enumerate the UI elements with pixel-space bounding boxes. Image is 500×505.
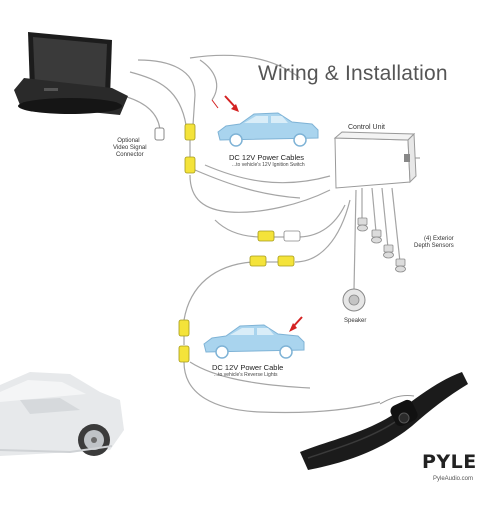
brand-logo: PYLE: [422, 451, 477, 473]
power-cables-top-sub: ...to vehicle's 12V Ignition Switch: [232, 161, 305, 168]
wire-top-curve: [189, 54, 301, 79]
wires: [119, 54, 420, 414]
diagram-title: Wiring & Installation: [258, 62, 448, 85]
car-bottom-icon: [203, 324, 305, 359]
wire-mid-3: [214, 219, 263, 238]
arrow-bottom-head-icon: [289, 323, 297, 332]
license-plate-camera-icon: [300, 372, 468, 470]
red-arrows: [211, 95, 303, 332]
optional-connector-line3: Connector: [115, 151, 144, 158]
sensor-3-icon: [383, 244, 394, 259]
wire-monitor-mid: [129, 71, 187, 126]
wire-bottom-3: [189, 361, 311, 389]
connector-mid-2: [283, 230, 301, 242]
car-top-icon: [217, 112, 319, 147]
sensor-1-icon: [357, 217, 368, 232]
wire-mid-5: [294, 199, 351, 263]
wire-speaker: [353, 189, 357, 291]
power-cable-bottom-sub: ...to vehicle's Reverse Lights: [214, 371, 278, 378]
sensors-label-line1: (4) Exterior: [424, 236, 454, 242]
wire-power-top: [194, 169, 301, 199]
speaker-label: Speaker: [344, 318, 367, 324]
wire-top-to-red: [199, 59, 218, 101]
brand-url: PyleAudio.com: [433, 476, 474, 482]
arrow-top-head-icon: [231, 104, 239, 112]
connector-top-2: [184, 156, 196, 174]
power-cable-bottom-title: DC 12V Power Cable: [212, 363, 284, 372]
power-cable-bottom-label: DC 12V Power Cable ...to vehicle's Rever…: [212, 363, 284, 378]
control-unit-box: [333, 131, 417, 189]
connector-top-1: [184, 123, 196, 141]
control-unit-label: Control Unit: [348, 124, 385, 131]
sensor-4-icon: [395, 258, 406, 273]
connector-bot-1: [178, 319, 190, 337]
yellow-connectors: [178, 123, 301, 363]
power-cables-top-title: DC 12V Power Cables: [229, 153, 305, 162]
connector-mid-3: [249, 255, 267, 267]
connector-mid-1: [257, 230, 275, 242]
vehicle-photo: [0, 372, 124, 456]
monitor-icon: [14, 32, 128, 115]
sensors-label-line2: Depth Sensors: [414, 242, 454, 249]
speaker-icon: [342, 288, 366, 312]
optional-video-connector: [154, 127, 165, 141]
wire-mid-6: [183, 261, 253, 321]
red-wire-top: [211, 99, 219, 109]
power-cables-top-label: DC 12V Power Cables ...to vehicle's 12V …: [229, 153, 305, 168]
connector-mid-4: [277, 255, 295, 267]
wire-power-top-2: [204, 164, 331, 184]
connector-bot-2: [178, 345, 190, 363]
wire-monitor-top: [137, 59, 196, 126]
depth-sensors: [357, 217, 406, 273]
sensors-label: (4) Exterior Depth Sensors: [414, 236, 454, 250]
optional-connector-line2: Video Signal: [113, 144, 147, 151]
optional-connector-line1: Optional: [117, 138, 140, 144]
wire-mid-2: [299, 204, 346, 238]
sensor-2-icon: [371, 229, 382, 244]
wire-sensor-3: [381, 187, 389, 249]
wire-yellow-down-2: [189, 174, 331, 213]
wire-sensor-2: [371, 187, 377, 233]
wire-sensor-4: [391, 187, 401, 263]
wire-bottom-2: [183, 361, 381, 414]
optional-connector-label: Optional Video Signal Connector: [113, 138, 147, 159]
